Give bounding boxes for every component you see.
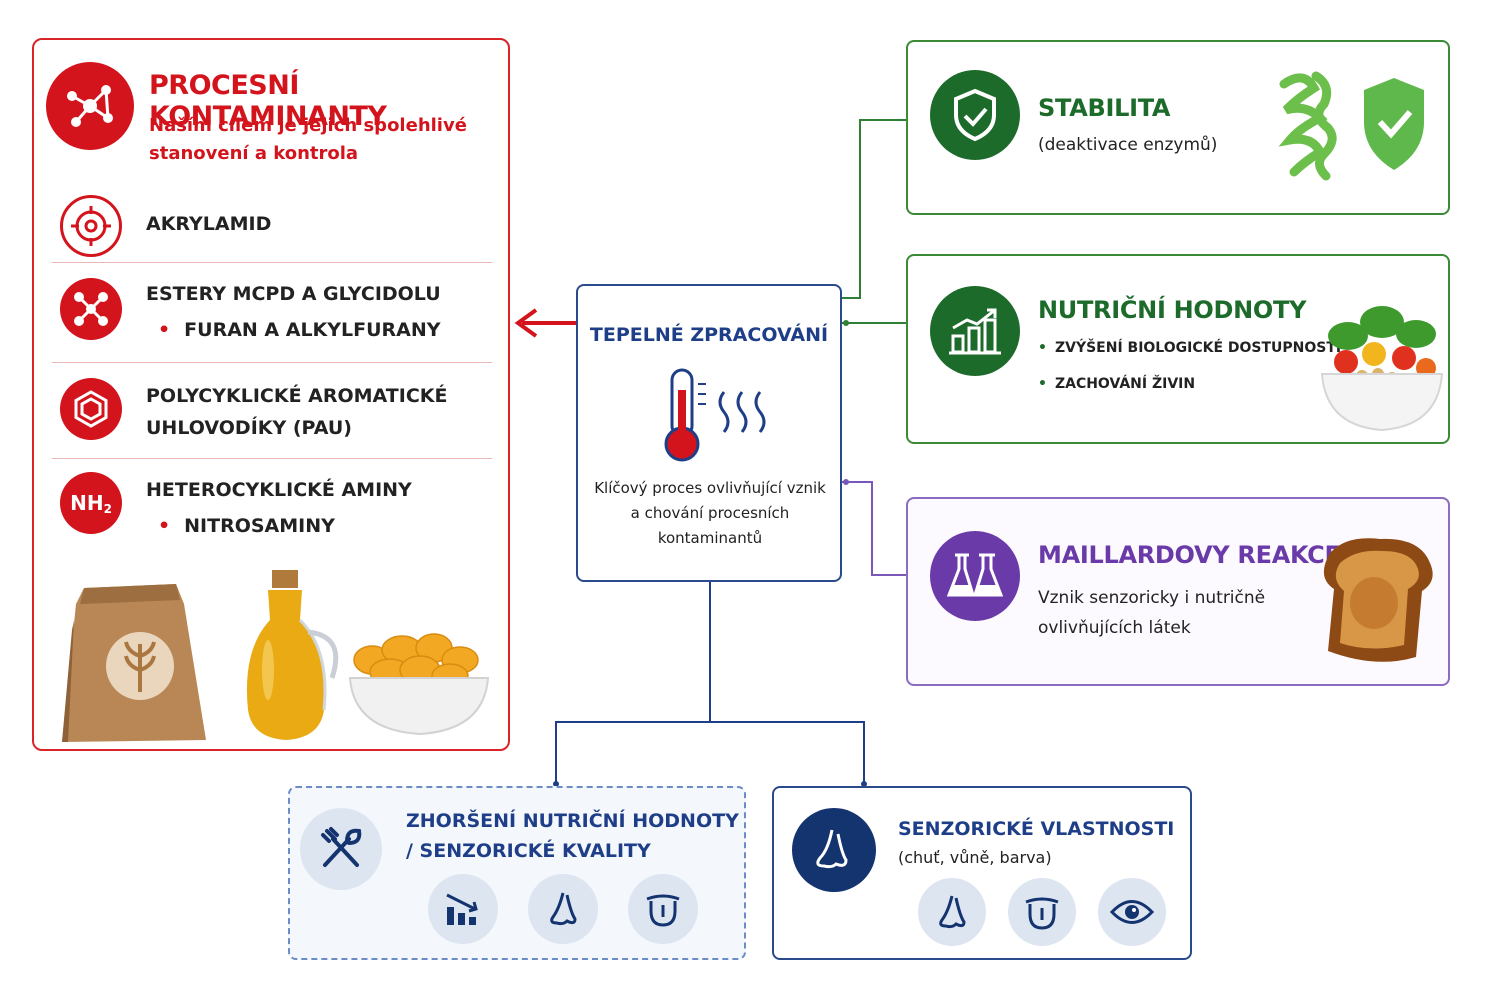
tongue-icon — [1008, 878, 1076, 946]
protein-shield-illustration — [1278, 71, 1424, 181]
stability-box: STABILITA (deaktivace enzymů) — [906, 40, 1450, 215]
vegetable-bowl-illustration — [1320, 306, 1444, 432]
stability-subtitle: (deaktivace enzymů) — [1038, 135, 1218, 155]
maillard-description: Vznik senzoricky i nutričně ovlivňujícíc… — [1038, 588, 1266, 638]
center-description: Klíčový proces ovlivňující vznik a chová… — [594, 479, 826, 547]
maillard-title: MAILLARDOVY REAKCE — [1038, 541, 1341, 569]
item-label: ESTERY MCPD A GLYCIDOLU — [146, 283, 441, 305]
declining-chart-icon — [428, 874, 498, 944]
nutrition-title: NUTRIČNÍ HODNOTY — [1038, 296, 1307, 324]
molecule-icon — [46, 62, 134, 150]
contaminants-title: PROCESNÍ KONTAMINANTY — [149, 70, 387, 132]
deterioration-box: ZHORŠENÍ NUTRIČNÍ HODNOTY / SENZORICKÉ K… — [288, 786, 746, 960]
thermometer-heat-icon — [664, 368, 766, 462]
stability-title: STABILITA — [1038, 94, 1171, 122]
list-item: AKRYLAMID — [52, 190, 492, 262]
nose-icon — [918, 878, 986, 946]
item-label: POLYCYKLICKÉ AROMATICKÉ — [146, 385, 448, 407]
item-label: HETEROCYKLICKÉ AMINY — [146, 479, 412, 501]
center-title: TEPELNÉ ZPRACOVÁNÍ — [589, 324, 829, 346]
eye-icon — [1098, 878, 1166, 946]
divider — [52, 262, 492, 263]
growth-chart-icon — [930, 286, 1020, 376]
toast-illustration — [1323, 538, 1433, 662]
list-item: ESTERY MCPD A GLYCIDOLU FURAN A ALKYLFUR… — [52, 264, 492, 360]
nose-icon — [528, 874, 598, 944]
deterioration-title-2: / SENZORICKÉ KVALITY — [406, 840, 651, 862]
nutrition-box: NUTRIČNÍ HODNOTY •ZVÝŠENÍ BIOLOGICKÉ DOS… — [906, 254, 1450, 444]
list-item: POLYCYKLICKÉ AROMATICKÉ UHLOVODÍKY (PAU) — [52, 364, 492, 460]
nutrition-bullet: •ZACHOVÁNÍ ŽIVIN — [1038, 376, 1196, 392]
contaminants-subtitle: Naším cílem je jejich spolehlivé stanove… — [149, 115, 467, 164]
sensory-title: SENZORICKÉ VLASTNOSTI — [898, 818, 1175, 840]
sensory-subtitle: (chuť, vůně, barva) — [898, 848, 1052, 867]
item-label-2: UHLOVODÍKY (PAU) — [146, 417, 352, 439]
heat-treatment-box: TEPELNÉ ZPRACOVÁNÍ Klíčový proces ovlivň… — [576, 284, 842, 582]
item-sublabel: FURAN A ALKYLFURANY — [158, 314, 440, 346]
tongue-icon — [628, 874, 698, 944]
maillard-box: MAILLARDOVY REAKCE Vznik senzoricky i nu… — [906, 497, 1450, 686]
divider — [52, 458, 492, 459]
item-sublabel: NITROSAMINY — [158, 510, 335, 542]
contaminants-panel: PROCESNÍ KONTAMINANTY Naším cílem je jej… — [32, 38, 510, 751]
molecule-icon — [60, 278, 122, 340]
hexagon-icon — [60, 378, 122, 440]
list-item: NH2 HETEROCYKLICKÉ AMINY NITROSAMINY — [52, 460, 492, 556]
nose-icon — [792, 808, 876, 892]
food-products-illustration — [62, 570, 490, 742]
divider — [52, 362, 492, 363]
flask-icon — [930, 531, 1020, 621]
cutlery-icon — [300, 808, 382, 890]
sensory-box: SENZORICKÉ VLASTNOSTI (chuť, vůně, barva… — [772, 786, 1192, 960]
item-label: AKRYLAMID — [146, 213, 272, 235]
shield-check-icon — [930, 70, 1020, 160]
deterioration-title: ZHORŠENÍ NUTRIČNÍ HODNOTY — [406, 810, 739, 832]
target-icon — [60, 195, 122, 257]
nutrition-bullet: •ZVÝŠENÍ BIOLOGICKÉ DOSTUPNOSTI — [1038, 340, 1342, 356]
